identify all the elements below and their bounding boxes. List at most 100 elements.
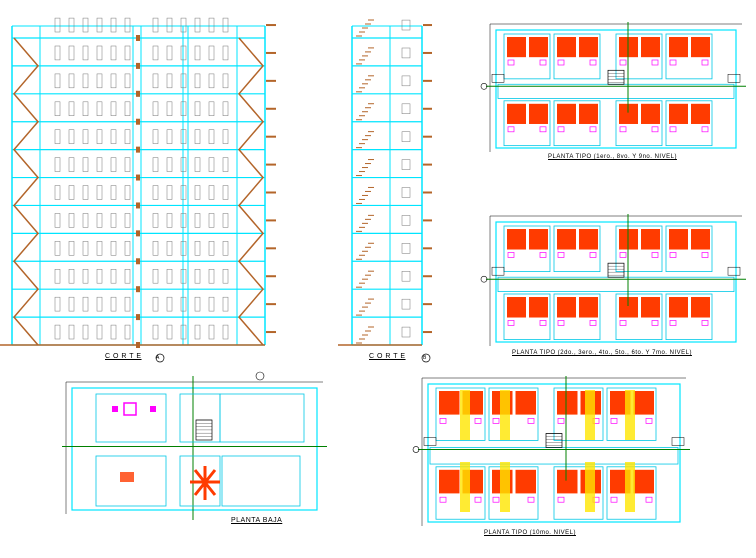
section-a-window — [180, 213, 187, 228]
plan-typical-2-title: PLANTA TIPO (2do., 3ero., 4to., 5to., 6t… — [512, 350, 692, 356]
section-a-window — [96, 129, 103, 144]
section-a-window — [54, 241, 61, 256]
section-a-level-mark — [266, 107, 276, 110]
plan-typical-2-fixture — [651, 252, 659, 258]
section-a-window — [124, 185, 131, 200]
plan-typical-1-fixture — [701, 126, 709, 133]
section-a-window — [68, 101, 75, 116]
section-a-window — [180, 324, 187, 340]
plan-typical-1-bed — [641, 103, 660, 124]
section-a-window — [54, 185, 61, 200]
section-b-door — [401, 243, 411, 254]
plan-typical-2-unit — [665, 293, 713, 340]
section-a-window — [194, 45, 201, 61]
plan-typical-1-side-stair — [491, 74, 505, 83]
plan-typical-1-fixture — [619, 59, 627, 66]
section-a-beam — [136, 230, 140, 237]
section-a-window — [68, 296, 75, 312]
plan-typical-1-fixture — [507, 59, 515, 66]
section-a-window — [152, 296, 159, 312]
plan-typical-3-unit — [606, 387, 657, 441]
section-a-beam — [136, 90, 140, 97]
section-a-window — [110, 17, 117, 33]
plan-typical-3-yellow-fixture — [500, 390, 510, 440]
section-a-window — [180, 45, 187, 61]
section-a-window — [152, 17, 159, 33]
section-a-tag: A — [156, 355, 160, 361]
section-a-window — [180, 241, 187, 256]
section-a-window — [222, 324, 229, 340]
plan-typical-1-fixture — [701, 59, 709, 66]
plan-ground-lounge — [95, 455, 167, 507]
section-a-level-mark — [266, 135, 276, 138]
section-a-window — [82, 45, 89, 61]
section-a-window — [208, 269, 215, 284]
section-a-window — [124, 324, 131, 340]
section-a-window — [222, 269, 229, 284]
plan-typical-1-unit — [553, 33, 601, 80]
plan-typical-3-fixture — [645, 418, 653, 424]
plan-typical-2-unit — [615, 293, 663, 340]
section-b-level-mark — [423, 191, 432, 194]
plan-typical-2-unit — [665, 225, 713, 272]
section-a-window — [54, 101, 61, 116]
section-a-window — [96, 185, 103, 200]
plan-typical-2-fixture — [557, 320, 565, 326]
plan-typical-3-bed — [633, 391, 654, 415]
section-a-window — [124, 296, 131, 312]
section-a-window — [110, 213, 117, 228]
plan-typical-1-bed — [691, 37, 710, 58]
section-a-window — [82, 73, 89, 89]
section-b-label: C O R T E — [369, 353, 406, 360]
section-a-beam — [136, 35, 140, 41]
section-a-window — [222, 129, 229, 144]
section-a-window — [208, 157, 215, 172]
section-b-door — [401, 187, 411, 198]
plan-typical-2-bed — [669, 297, 688, 318]
plan-typical-3-bed — [557, 391, 578, 415]
section-a-level-mark — [266, 24, 276, 27]
section-a-window — [180, 101, 187, 116]
section-a-window — [166, 73, 173, 89]
plan-typical-2-fixture — [589, 320, 597, 326]
section-a-level-mark — [266, 303, 276, 306]
section-a-window — [54, 73, 61, 89]
plan-typical-1-unit — [615, 100, 663, 147]
section-a-window — [166, 185, 173, 200]
section-a-window — [82, 157, 89, 172]
section-a-window — [124, 241, 131, 256]
section-a-window — [68, 185, 75, 200]
plan-typical-3-side-stair — [671, 437, 685, 446]
section-a-window — [110, 101, 117, 116]
plan-typical-1-unit — [553, 100, 601, 147]
plan-typical-3-unit — [488, 466, 539, 520]
section-a-level-mark — [266, 247, 276, 250]
section-a-window — [68, 73, 75, 89]
section-a-window — [68, 324, 75, 340]
section-a-window — [208, 296, 215, 312]
plan-typical-1-fixture — [589, 59, 597, 66]
plan-typical-1-fixture — [651, 126, 659, 133]
plan-typical-3-bed — [633, 469, 654, 494]
section-a-window — [194, 17, 201, 33]
section-a-window — [124, 157, 131, 172]
plan-ground-room — [179, 393, 221, 443]
section-a-level-mark — [266, 219, 276, 222]
plan-typical-1-side-stair — [727, 74, 741, 83]
section-a-window — [208, 17, 215, 33]
plan-typical-2-axis-bubble — [480, 275, 488, 283]
section-a-window — [96, 73, 103, 89]
section-b-level-mark — [423, 219, 432, 222]
section-a-beam — [136, 174, 140, 181]
section-b-level-mark — [423, 303, 432, 306]
section-a-window — [68, 241, 75, 256]
section-a-window — [180, 296, 187, 312]
section-a-beam — [136, 118, 140, 125]
section-a-window — [54, 45, 61, 61]
section-b-door — [401, 271, 411, 282]
plan-typical-2-fixture — [589, 252, 597, 258]
section-b-level-mark — [423, 51, 432, 54]
plan-typical-1-bed — [507, 103, 526, 124]
section-a-window — [54, 269, 61, 284]
section-a-label: C O R T E — [105, 353, 142, 360]
